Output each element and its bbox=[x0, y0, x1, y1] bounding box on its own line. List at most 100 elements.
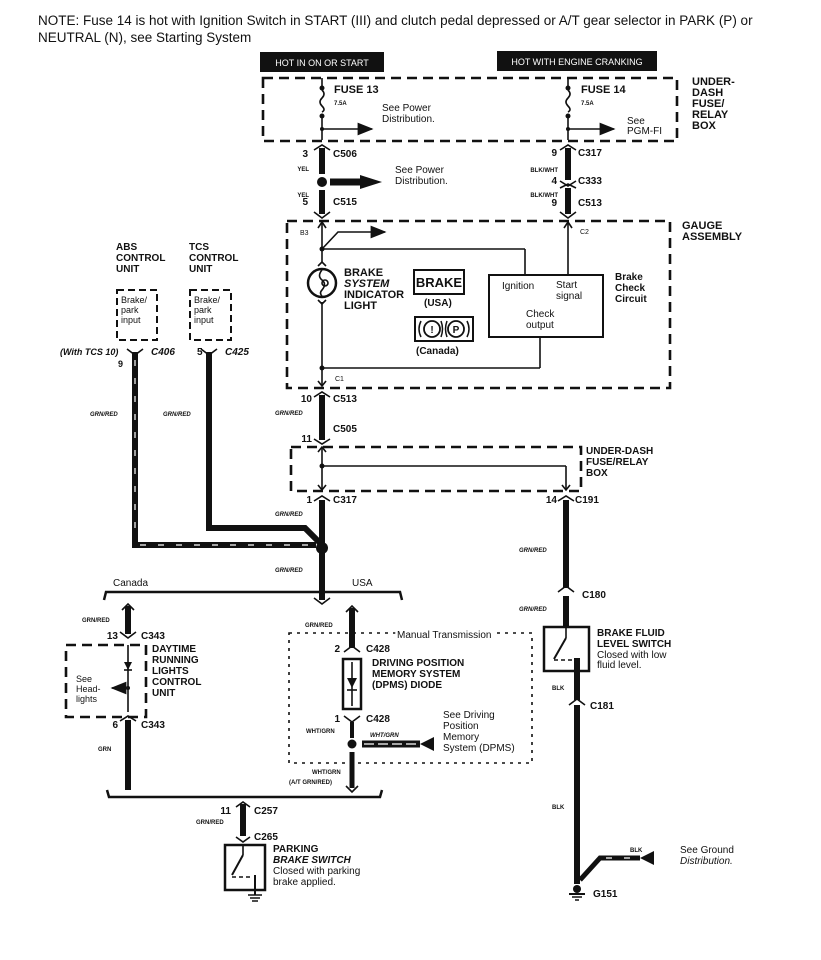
c333-pin: 4 bbox=[551, 176, 557, 187]
under-dash-fuse-box-center bbox=[289, 445, 583, 493]
g151-ground: G151 bbox=[593, 889, 618, 900]
parking-brake-desc: brake applied. bbox=[273, 877, 336, 888]
banner-hot-on-start: HOT IN ON OR START bbox=[260, 52, 384, 72]
c513-pin: 10 bbox=[301, 394, 313, 405]
usa-branch-label: USA bbox=[352, 578, 373, 589]
pin-c2: C2 bbox=[580, 229, 589, 236]
bottom-join-bracket bbox=[105, 789, 384, 799]
pin-c1: C1 bbox=[335, 376, 344, 383]
ignition-input-label: Ignition bbox=[502, 281, 534, 292]
wire-color-label: GRN/RED bbox=[275, 512, 303, 518]
see-dpms-ref: Position bbox=[443, 721, 479, 732]
canada-usa-bracket bbox=[102, 590, 404, 601]
dpms-diode-label: (DPMS) DIODE bbox=[372, 680, 442, 691]
c428-pin: 2 bbox=[334, 644, 340, 655]
wire-color-label: (A/T GRN/RED) bbox=[289, 780, 332, 786]
fuse-14: FUSE 14 7.5A See PGM-FI bbox=[565, 78, 662, 140]
c513-pin: 9 bbox=[551, 198, 557, 209]
see-dpms-ref: Memory bbox=[443, 732, 479, 743]
wire-color-label: GRN/RED bbox=[163, 412, 191, 418]
c343-connector: C343 bbox=[141, 720, 165, 731]
start-signal-label: signal bbox=[556, 291, 582, 302]
wire-color-label: GRN bbox=[98, 747, 111, 753]
wire-color-label: WHT/GRN bbox=[370, 733, 399, 739]
start-signal-label: Start bbox=[556, 280, 577, 291]
fuse-14-rating: 7.5A bbox=[581, 101, 594, 107]
abs-unit-label: ABS bbox=[116, 242, 137, 253]
brake-light-label: INDICATOR bbox=[344, 289, 404, 301]
c343-pin: 6 bbox=[112, 720, 118, 731]
c406-connector: C406 bbox=[151, 347, 175, 358]
wire-fluid bbox=[542, 596, 654, 884]
canada-symbol-p: P bbox=[453, 325, 460, 336]
wire-color-label: BLK bbox=[630, 848, 643, 854]
brake-indicator-bulb-icon bbox=[306, 260, 338, 306]
wire-color-label: GRN/RED bbox=[305, 623, 333, 629]
tcs-input-box bbox=[189, 289, 232, 341]
wire-color-label: YEL bbox=[297, 193, 309, 199]
c505-connector: C505 bbox=[333, 424, 357, 435]
c265-connector: C265 bbox=[254, 832, 278, 843]
see-ground-ref: See Ground bbox=[680, 845, 734, 856]
tcs-pin: 5 bbox=[197, 347, 203, 358]
tcs-input-label: park bbox=[194, 305, 212, 315]
banner-hot-cranking-text: HOT WITH ENGINE CRANKING bbox=[511, 57, 642, 67]
fuse-box-center-label: BOX bbox=[586, 468, 608, 479]
brake-symbol-usa: BRAKE bbox=[413, 269, 465, 295]
wire-yel bbox=[313, 144, 382, 219]
drl-label: LIGHTS bbox=[152, 666, 189, 677]
c191-pin: 14 bbox=[546, 495, 558, 506]
see-headlights-ref: See bbox=[76, 674, 92, 684]
parking-brake-desc: Closed with parking bbox=[273, 866, 360, 877]
c333-connector: C333 bbox=[578, 176, 602, 187]
ground-icon bbox=[569, 885, 585, 901]
wire-dpms bbox=[341, 604, 434, 794]
tcs-input-label: Brake/ bbox=[194, 295, 221, 305]
tcs-unit-label: UNIT bbox=[189, 264, 212, 275]
drl-label: UNIT bbox=[152, 688, 175, 699]
fuse-13-ref: Distribution. bbox=[382, 114, 435, 125]
abs-unit-label: UNIT bbox=[116, 264, 139, 275]
see-headlights-ref: lights bbox=[76, 694, 98, 704]
c257-pin: 11 bbox=[220, 806, 231, 817]
c428-connector: C428 bbox=[366, 644, 390, 655]
see-ground-ref: Distribution. bbox=[680, 856, 733, 867]
fuse-13: FUSE 13 7.5A See Power Distribution. bbox=[319, 78, 435, 140]
wire-color-label: GRN/RED bbox=[519, 607, 547, 613]
wire-color-label: BLK bbox=[552, 686, 565, 692]
brake-symbol-text: BRAKE bbox=[416, 275, 463, 290]
fuse-box-label: FUSE/ bbox=[692, 98, 724, 110]
brake-fluid-switch-label: BRAKE FLUID bbox=[597, 628, 665, 639]
c513-connector: C513 bbox=[578, 198, 602, 209]
c317-pin: 1 bbox=[306, 495, 312, 506]
c181-connector: C181 bbox=[590, 701, 614, 712]
canada-label: (Canada) bbox=[416, 346, 459, 357]
tcs-unit-label: CONTROL bbox=[189, 253, 238, 264]
brake-check-circuit-label: Check bbox=[615, 283, 645, 294]
usa-label: (USA) bbox=[424, 298, 452, 309]
banner-hot-on-start-text: HOT IN ON OR START bbox=[275, 58, 369, 68]
fuse-box-label: DASH bbox=[692, 87, 723, 99]
brake-check-circuit-label: Brake bbox=[615, 272, 643, 283]
brake-fluid-desc: Closed with low bbox=[597, 650, 667, 661]
manual-transmission-label: Manual Transmission bbox=[397, 630, 491, 641]
gauge-assembly-label: ASSEMBLY bbox=[682, 231, 743, 243]
brake-light-label: SYSTEM bbox=[344, 278, 390, 290]
tcs-input-label: input bbox=[194, 315, 214, 325]
power-dist-ref: See Power bbox=[395, 165, 445, 176]
banner-hot-cranking: HOT WITH ENGINE CRANKING bbox=[497, 51, 657, 71]
tcs-unit-label: TCS bbox=[189, 242, 209, 253]
abs-pin: 9 bbox=[118, 359, 123, 369]
drl-label: CONTROL bbox=[152, 677, 201, 688]
check-output-label: output bbox=[526, 320, 554, 331]
abs-input-label: Brake/ bbox=[121, 295, 148, 305]
fuse-14-ref: PGM-FI bbox=[627, 126, 662, 137]
wire-color-label: BLK bbox=[552, 805, 565, 811]
c191-connector: C191 bbox=[575, 495, 599, 506]
fuse-14-ref: See bbox=[627, 116, 645, 127]
wire-color-label: BLK/WHT bbox=[530, 168, 558, 174]
wire-color-label: WHT/GRN bbox=[312, 770, 341, 776]
c515-connector: C515 bbox=[333, 197, 357, 208]
fuse-box-label: UNDER- bbox=[692, 76, 735, 88]
fuse-14-label: FUSE 14 bbox=[581, 84, 627, 96]
